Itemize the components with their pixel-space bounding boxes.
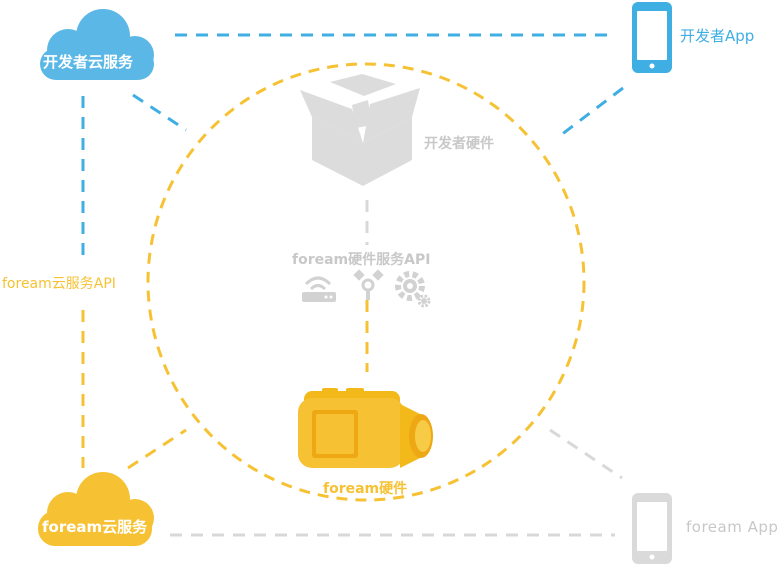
action-camera-icon [298,388,433,468]
router-icon [302,276,336,302]
developer-hardware-label: 开发者硬件 [424,136,494,152]
open-box-icon [300,74,420,186]
connector-circle-to-foream-app [549,428,623,480]
cloud-icon [38,472,154,546]
smartphone-icon [632,2,672,73]
hardware-service-api-label: foream硬件服务API [292,252,431,268]
satellite-icon [353,269,384,300]
cloud-icon [40,9,154,80]
foream-ecosystem-circle [146,62,586,502]
connector-cloud-to-circle [132,93,187,132]
developer-app-label: 开发者App [680,27,755,45]
foream-app-label: foream App [686,518,779,536]
foream-cloud-label: foream云服务 [42,518,148,536]
gear-icon [395,271,431,308]
smartphone-icon [632,493,672,564]
connector-foream-cloud-to-circle [127,428,187,470]
connector-app-to-circle [556,86,624,140]
cloud-service-api-label: foream云服务API [2,276,116,292]
foream-hardware-label: foream硬件 [323,481,408,497]
developer-cloud-label: 开发者云服务 [43,53,134,71]
